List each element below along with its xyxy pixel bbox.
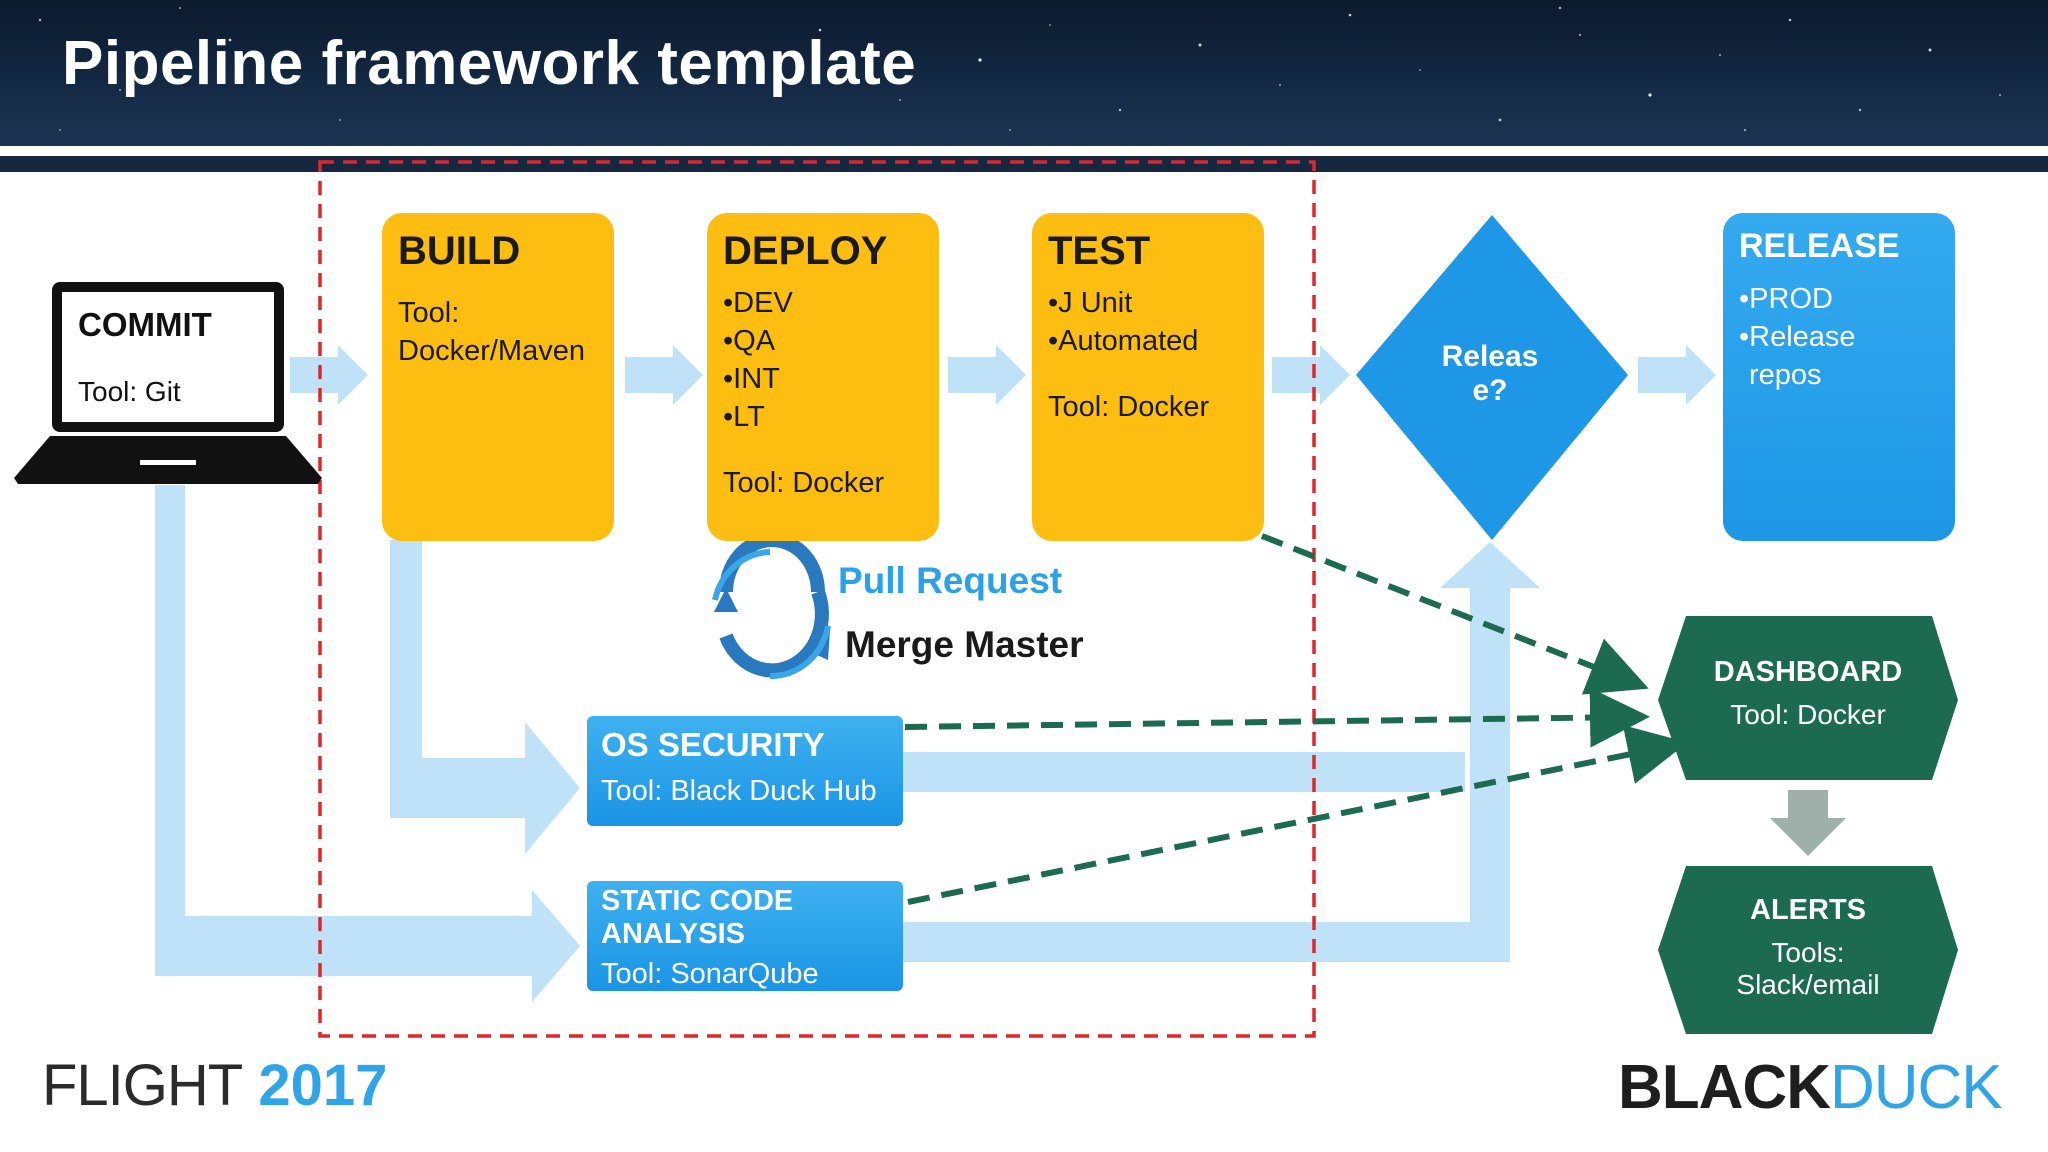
dashboard-to-alerts-arrow: [1770, 790, 1846, 856]
deploy-item-dev: •DEV: [723, 287, 793, 319]
release-item-repos: repos: [1749, 359, 1822, 391]
static-to-decision-arrow: [900, 542, 1540, 962]
header-bottom-band: [0, 156, 2048, 172]
pull-request-label: Pull Request: [838, 560, 1063, 601]
test-title: TEST: [1048, 229, 1151, 273]
commit-title: COMMIT: [78, 306, 212, 343]
test-to-decision-arrow: [1272, 345, 1350, 405]
deploy-stage: DEPLOY •DEV •QA •INT •LT Tool: Docker: [707, 213, 939, 541]
brand-duck: DUCK: [1829, 1053, 2003, 1122]
alerts-title: ALERTS: [1750, 894, 1866, 926]
deploy-tool: Tool: Docker: [723, 467, 885, 499]
test-tool: Tool: Docker: [1048, 391, 1210, 423]
alerts-hexagon: [1658, 866, 1958, 1034]
starfield-background: [38, 6, 2001, 132]
flow-arrows: [155, 345, 1716, 1002]
test-to-dashboard-dashed: [1260, 533, 1649, 695]
release-title: RELEASE: [1739, 227, 1900, 265]
build-to-deploy-arrow: [625, 345, 703, 405]
build-title: BUILD: [398, 229, 521, 273]
ci-boundary-dashed: [318, 160, 1316, 1038]
header-divider: [0, 146, 2048, 156]
alerts-stage: ALERTS Tools: Slack/email: [1658, 894, 1958, 1001]
build-to-security-arrow: [390, 540, 580, 854]
header-banner: Pipeline framework template: [0, 0, 2048, 146]
static-code-title-line1: STATIC CODE: [601, 885, 794, 917]
os-security-stage: OS SECURITY Tool: Black Duck Hub: [587, 716, 903, 826]
commit-tool: Tool: Git: [78, 376, 181, 407]
deploy-title: DEPLOY: [723, 229, 888, 273]
security-to-dashboard-dashed: [904, 687, 1650, 748]
static-code-tool: Tool: SonarQube: [601, 958, 819, 990]
dashboard-stage: DASHBOARD Tool: Docker: [1658, 656, 1958, 731]
dashboard-tool: Tool: Docker: [1730, 699, 1886, 730]
build-tool-value: Docker/Maven: [398, 335, 585, 367]
deploy-item-int: •INT: [723, 363, 780, 395]
build-stage: BUILD Tool: Docker/Maven: [382, 213, 614, 541]
security-flow-band: [900, 752, 1465, 792]
cycle-icon: [712, 533, 831, 680]
release-decision-diamond: [1356, 215, 1628, 540]
decision-label-line2: e?: [1472, 374, 1508, 407]
deploy-item-qa: •QA: [723, 325, 776, 357]
commit-to-static-arrow: [155, 485, 580, 1002]
flight-year: 2017: [258, 1053, 388, 1118]
merge-master-label: Merge Master: [845, 624, 1084, 665]
release-item-release: •Release: [1739, 321, 1856, 353]
release-decision-label: Releas e?: [1390, 340, 1590, 408]
static-code-title-line2: ANALYSIS: [601, 918, 745, 950]
build-tool-label: Tool:: [398, 297, 460, 329]
flight-2017-logo: FLIGHT 2017: [42, 1052, 387, 1119]
dashboard-feeds: [904, 533, 1688, 905]
decision-to-release-arrow: [1638, 345, 1716, 405]
deploy-item-lt: •LT: [723, 401, 765, 433]
alerts-tool-line2: Slack/email: [1736, 969, 1880, 1000]
release-item-prod: •PROD: [1739, 283, 1833, 315]
commit-to-build-arrow: [290, 345, 368, 405]
os-security-tool: Tool: Black Duck Hub: [601, 775, 877, 807]
test-stage: TEST •J Unit •Automated Tool: Docker: [1032, 213, 1264, 541]
deploy-to-test-arrow: [948, 345, 1026, 405]
test-item-junit: •J Unit: [1048, 287, 1133, 319]
test-item-automated: •Automated: [1048, 325, 1199, 357]
brand-black: BLACK: [1618, 1053, 1831, 1122]
decision-label-line1: Releas: [1441, 340, 1539, 373]
laptop-icon: [14, 282, 322, 484]
flight-word: FLIGHT: [42, 1053, 243, 1118]
blackduck-logo: BLACKDUCK: [1618, 1052, 2003, 1123]
dashboard-title: DASHBOARD: [1713, 656, 1903, 688]
static-to-dashboard-dashed: [907, 725, 1688, 905]
static-code-stage: STATIC CODE ANALYSIS Tool: SonarQube: [587, 881, 903, 991]
page-title: Pipeline framework template: [62, 29, 917, 98]
alerts-tool-line1: Tools:: [1771, 937, 1845, 968]
commit-stage: COMMIT Tool: Git: [58, 290, 268, 425]
dashboard-hexagon: [1658, 616, 1958, 780]
os-security-title: OS SECURITY: [601, 726, 825, 763]
release-stage: RELEASE •PROD •Release repos: [1723, 213, 1955, 541]
